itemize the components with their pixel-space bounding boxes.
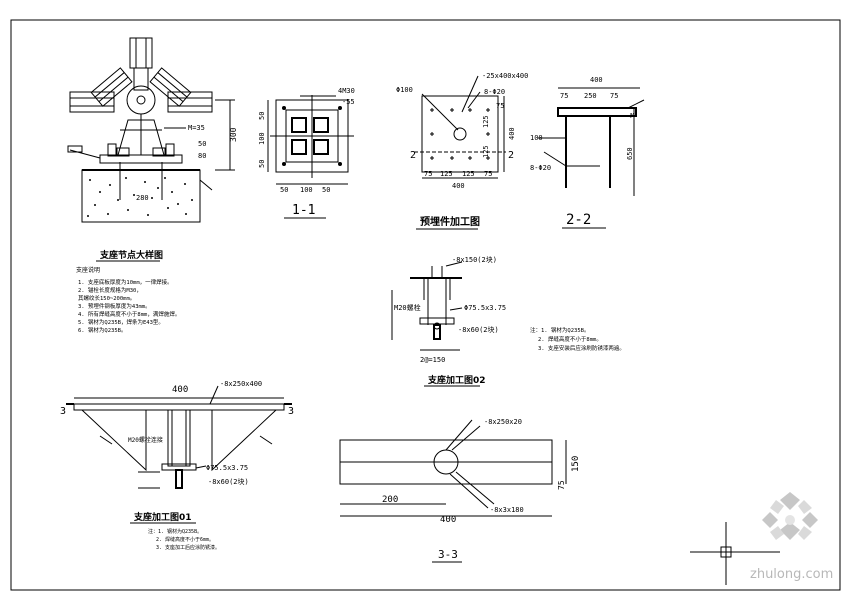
label-d1-pipe: Φ75.5x3.75	[206, 464, 248, 472]
dim-1-1-e: 100	[258, 132, 266, 145]
dim-1-1-c: 50	[322, 186, 330, 194]
caption-3-3: 3-3	[438, 548, 458, 561]
notes-left-line-7: 6. 钢材为Q235B。	[78, 326, 127, 334]
label-d1-bottom: -8x60(2块)	[208, 477, 249, 486]
caption-detail-01: 支座加工图01	[133, 511, 192, 523]
sec-mark-3-left: 3	[60, 406, 66, 417]
sec-mark-2-right: 2	[508, 150, 514, 161]
notes-bottom-line-3: 3. 支座加工后应涂防锈漆。	[156, 544, 220, 551]
dim-1-1-f: 50	[258, 160, 266, 168]
notes-bottom-line-2: 2. 焊缝高度不小于6mm。	[156, 536, 214, 543]
label-4m30: 4M30	[338, 87, 355, 95]
notes-left-line-4: 3. 预埋件钢板厚度为43mm。	[78, 302, 151, 310]
label-embed-plate: -25x400x400	[482, 72, 528, 80]
sec-mark-2-left: 2	[410, 150, 416, 161]
dim-embed-v2: 125	[482, 115, 490, 128]
dim-1-1-a: 50	[280, 186, 288, 194]
embed-plate	[421, 95, 499, 173]
notes-right-line-3: 3. 支座安装后应涂刷防锈漆两遍。	[538, 344, 625, 352]
section-1-1-view: 4M30 -55 50 100 50 50 100 50 1-1	[258, 87, 355, 219]
label-50: 50	[198, 140, 206, 148]
notes-left-line-3: 其螺纹长150~200mm。	[78, 294, 135, 302]
label-2-2-m: -M	[626, 112, 634, 120]
base-plate	[99, 154, 183, 164]
label-3-3-bottom: -8x3x180	[490, 506, 524, 514]
label-d1-plate: -8x250x400	[220, 380, 262, 388]
label-d1-m20: M20螺栓连接	[128, 436, 163, 444]
caption-detail-02: 支座加工图02	[427, 374, 486, 386]
dim-embed-v3: 125	[482, 145, 490, 158]
dim-embed-v-total: 400	[508, 127, 516, 140]
dim-2-2-a: 75	[560, 92, 568, 100]
dim-embed-v1: 75	[496, 102, 504, 110]
label-d2-pipe: Φ75.5x3.75	[464, 304, 506, 312]
caption-1-1: 1-1	[292, 203, 315, 218]
notes-left-line-1: 1. 支座底板厚度为10mm，一律焊接。	[78, 278, 173, 286]
dim-d2-150: 2@=150	[420, 356, 445, 364]
sec-mark-3-right: 3	[288, 406, 294, 417]
label-8phi20: 8-Φ20	[484, 88, 505, 96]
zhulong-logo-icon	[762, 492, 818, 540]
dim-1-1-b: 100	[300, 186, 313, 194]
label-d2-m20: M20螺栓	[394, 303, 421, 312]
label-55: -55	[342, 98, 355, 106]
dim-1-1-d: 50	[258, 112, 266, 120]
label-m35: M=35	[188, 124, 205, 132]
watermark-text: zhulong.com	[750, 567, 833, 582]
ucs-crosshair-icon	[690, 522, 780, 585]
dim-650: 650	[626, 147, 634, 160]
sheet-border	[10, 19, 841, 591]
label-3-3-top: -8x250x20	[484, 418, 522, 426]
dim-2-2-b: 250	[584, 92, 597, 100]
notes-right-line-1: 注：1. 钢材为Q235B。	[530, 326, 590, 334]
dim-embed-h1: 75	[424, 170, 432, 178]
d1-top-plate	[73, 403, 285, 411]
plate-2-2	[557, 107, 637, 117]
caption-embed-plate: 预埋件加工图	[420, 215, 480, 228]
section-3-3-view: -8x250x20 -8x3x180 200 400 150 75 3-3	[339, 418, 581, 563]
label-d2-bottom: -8x60(2块)	[458, 325, 499, 334]
dim-embed-h4: 75	[484, 170, 492, 178]
notes-left-line-2: 2. 锚栓长度规格为M30，	[78, 286, 142, 294]
caption-support-node: 支座节点大样图	[99, 249, 163, 261]
support-node-view: 300 M=35 50 80 280 支座节点大样图	[67, 37, 238, 262]
notes-left: 支座说明 1. 支座底板厚度为10mm，一律焊接。 2. 锚栓长度规格为M30，…	[76, 266, 180, 334]
dim-embed-h2: 125	[440, 170, 453, 178]
notes-left-title: 支座说明	[76, 266, 100, 274]
section-2-2-view: 400 75 250 75 100 8-Φ20 -M 650 2-2	[530, 76, 645, 229]
dim-3-3-150: 150	[571, 456, 581, 472]
pipe-right	[167, 91, 213, 113]
label-2-2-bolts: 8-Φ20	[530, 164, 551, 172]
notes-right-line-2: 2. 焊缝高度不小于8mm。	[538, 335, 602, 343]
label-100: 100	[530, 134, 543, 142]
dim-2-2-c: 75	[610, 92, 618, 100]
dim-3-3-75: 75	[557, 480, 566, 490]
detail-02-view: -8x150(2块) M20螺栓 Φ75.5x3.75 -8x60(2块) 2@…	[391, 255, 506, 387]
caption-2-2: 2-2	[566, 212, 591, 228]
detail-01-view: 400 -8x250x400 3 3 M20螺栓连接 Φ75.5x3.75 -8…	[60, 380, 294, 524]
dim-280: 280	[136, 194, 149, 202]
dim-2-2-total: 400	[590, 76, 603, 84]
dim-embed-h3: 125	[462, 170, 475, 178]
label-phi100: Φ100	[396, 86, 413, 94]
label-80: 80	[198, 152, 206, 160]
dim-300: 300	[229, 127, 238, 142]
notes-left-line-6: 5. 钢材为Q235B，焊条为E43型。	[78, 318, 164, 326]
dim-embed-h-total: 400	[452, 182, 465, 190]
notes-bottom: 注：1. 钢材为Q235B。 2. 焊缝高度不小于6mm。 3. 支座加工后应涂…	[148, 528, 220, 551]
dim-3-3-200: 200	[382, 495, 398, 505]
label-d2-top: -8x150(2块)	[452, 255, 497, 264]
notes-left-line-5: 4. 所有焊缝高度不小于8mm，满焊施焊。	[78, 310, 180, 318]
dim-d1-400: 400	[172, 385, 188, 395]
pipe-left	[69, 91, 115, 113]
pipe-top	[129, 37, 153, 69]
notes-bottom-line-1: 注：1. 钢材为Q235B。	[148, 528, 202, 535]
embed-plate-view: 2 2 Φ100 -25x400x400 8-Φ20 75 125 125 40…	[396, 72, 528, 230]
dim-3-3-400: 400	[440, 515, 456, 525]
notes-right: 注：1. 钢材为Q235B。 2. 焊缝高度不小于8mm。 3. 支座安装后应涂…	[530, 326, 625, 352]
